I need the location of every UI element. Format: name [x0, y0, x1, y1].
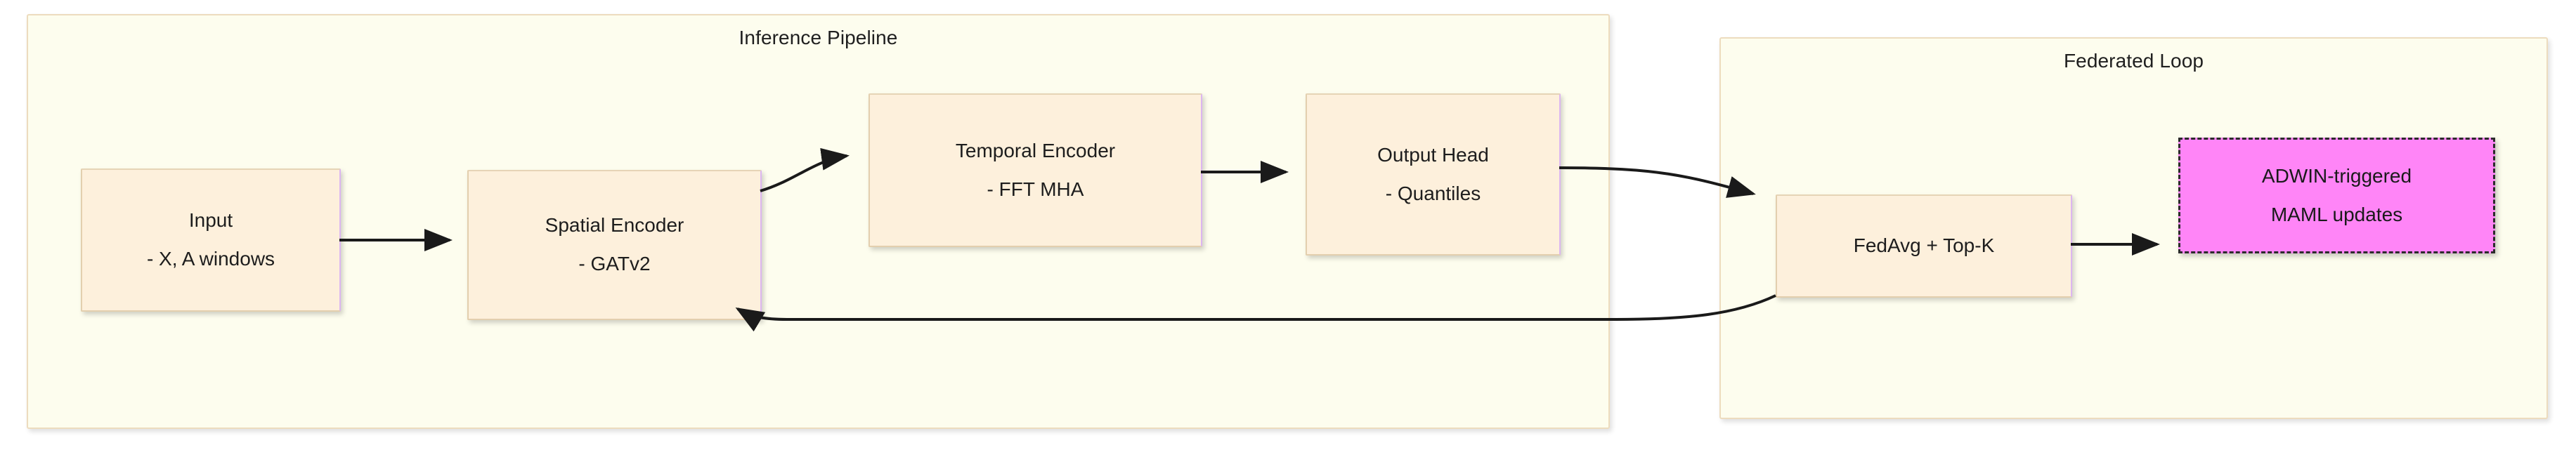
node-fedavg-topk[interactable]: FedAvg + Top-K — [1776, 194, 2072, 298]
cluster-federated-loop-title: Federated Loop — [2063, 50, 2204, 72]
node-input-line-2: - X, A windows — [146, 248, 275, 270]
node-spatial-encoder[interactable]: Spatial Encoder - GATv2 — [467, 170, 762, 320]
node-output-head-line-1: Output Head — [1377, 143, 1489, 166]
node-adwin-maml[interactable]: ADWIN-triggered MAML updates — [2178, 138, 2495, 253]
node-fedavg-topk-line-1: FedAvg + Top-K — [1853, 234, 1995, 257]
node-adwin-maml-line-2: MAML updates — [2270, 203, 2403, 225]
node-spatial-encoder-line-2: - GATv2 — [578, 253, 651, 274]
node-adwin-maml-line-1: ADWIN-triggered — [2261, 164, 2412, 187]
node-temporal-encoder-line-2: - FFT MHA — [987, 178, 1084, 200]
node-temporal-encoder-line-1: Temporal Encoder — [955, 139, 1116, 161]
cluster-inference-pipeline-title: Inference Pipeline — [739, 27, 898, 48]
node-output-head[interactable]: Output Head - Quantiles — [1306, 93, 1561, 256]
node-input[interactable]: Input - X, A windows — [81, 168, 341, 312]
node-temporal-encoder[interactable]: Temporal Encoder - FFT MHA — [869, 93, 1202, 247]
node-spatial-encoder-line-1: Spatial Encoder — [545, 214, 684, 237]
node-input-line-1: Input — [188, 209, 233, 232]
node-output-head-line-2: - Quantiles — [1385, 182, 1481, 204]
